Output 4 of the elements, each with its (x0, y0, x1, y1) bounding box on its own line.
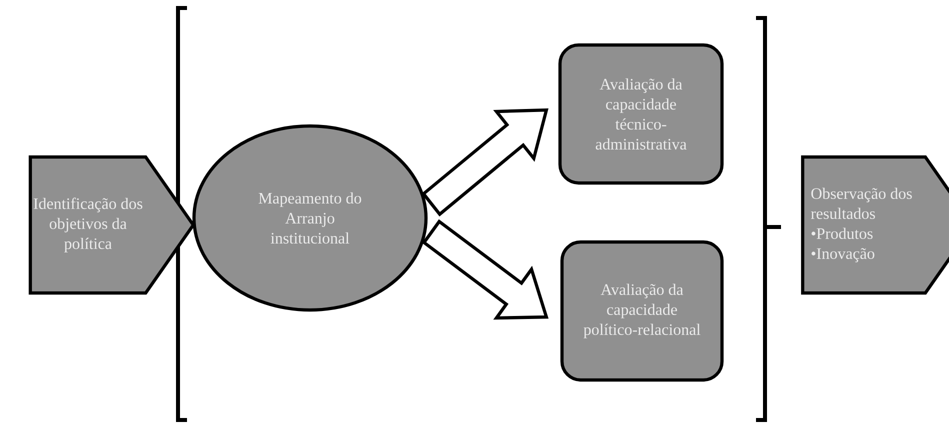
pentagon-arrow-box: Identificação dos objetivos da política (28, 155, 196, 295)
pentagon-arrow-box: Observação dos resultados •Produtos •Inovação (801, 155, 949, 295)
process-box: Avaliação da capacidade técnico-administrativa (558, 43, 724, 185)
process-box: Avaliação da capacidade político-relacional (560, 240, 724, 382)
